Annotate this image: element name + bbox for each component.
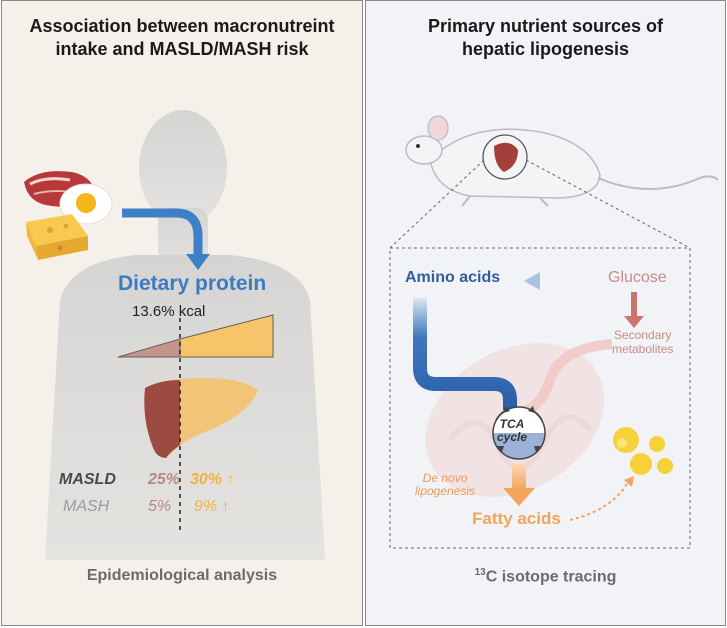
intake-arrow-icon (122, 208, 203, 258)
right-panel-footer: 13C isotope tracing (366, 567, 725, 586)
isotope-superscript: 13 (474, 567, 486, 578)
dietary-protein-label: Dietary protein (118, 272, 267, 295)
masld-row-label: MASLD (59, 471, 116, 488)
mash-low-value: 5% (148, 498, 172, 515)
mouse-liver-highlight (482, 134, 528, 180)
right-panel-title: Primary nutrient sources of hepatic lipo… (366, 15, 725, 61)
de-novo-lipogenesis-label: De novo lipogenesis (415, 472, 475, 498)
masld-low-value: 25% (148, 471, 181, 488)
threshold-kcal-label: 13.6% kcal (132, 303, 206, 320)
masld-increase-arrow-icon: ↑ (226, 471, 234, 488)
tca-cycle-label: TCA cycle (497, 418, 527, 444)
fatty-acid-to-droplet-path (569, 481, 629, 521)
glucose-label: Glucose (608, 269, 667, 286)
zoom-box (389, 247, 691, 549)
de-novo-line1: De novo (422, 471, 468, 485)
egg-icon (59, 183, 113, 225)
cheese-icon (26, 214, 88, 260)
left-panel-footer: Epidemiological analysis (86, 567, 278, 584)
masld-high-value: 30% ↑ (190, 471, 234, 489)
glucose-down-arrowhead-icon (624, 316, 644, 328)
amino-acids-label: Amino acids (405, 269, 501, 286)
left-title-line2: intake and MASLD/MASH risk (55, 39, 309, 59)
mash-high-value: 9% ↑ (194, 498, 229, 516)
zoom-line-right (525, 159, 691, 249)
intake-arrowhead-icon (186, 254, 210, 270)
liver-icon (144, 378, 258, 458)
right-title-line2: hepatic lipogenesis (461, 39, 630, 59)
lipogenesis-arrow (512, 464, 526, 490)
masld-high-percent: 30% (190, 471, 223, 488)
fat-droplets-icon (613, 427, 673, 475)
right-title-line1: Primary nutrient sources of (427, 16, 664, 36)
mash-high-percent: 9% (194, 498, 218, 515)
secondary-line1: Secondary (614, 328, 672, 342)
left-title-line1: Association between macronutreint (29, 16, 335, 36)
tca-line1: TCA (499, 417, 525, 431)
lipogenesis-arrowhead-icon (503, 488, 535, 506)
mash-row-label: MASH (63, 498, 110, 515)
left-panel-title: Association between macronutreint intake… (2, 15, 362, 61)
fatty-acid-to-droplet-arrowhead-icon (624, 476, 634, 487)
de-novo-line2: lipogenesis (415, 484, 476, 498)
human-silhouette-icon (45, 110, 325, 560)
mouse-icon (405, 115, 719, 207)
fatty-acids-label: Fatty acids (472, 509, 561, 528)
amino-acid-pathway (413, 298, 517, 410)
isotope-text: C isotope tracing (485, 568, 617, 586)
mash-increase-arrow-icon: ↑ (221, 498, 230, 515)
tca-cycle-icon (492, 406, 546, 460)
secondary-metabolites-label: Secondary metabolites (612, 328, 673, 356)
tca-line2: cycle (497, 430, 528, 444)
secondary-line2: metabolites (612, 342, 674, 356)
glucose-to-amino-arrowhead-icon (524, 272, 540, 290)
mouse-liver-icon (494, 142, 518, 172)
